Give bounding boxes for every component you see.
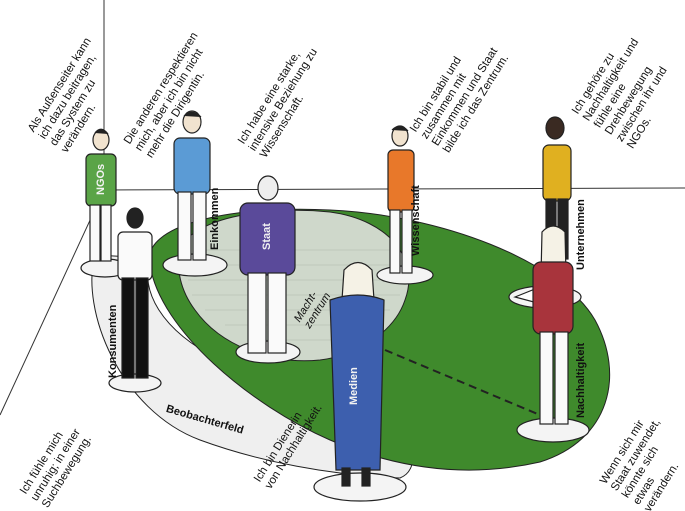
figure-wissenschaft — [387, 125, 415, 274]
label-ngos: NGOs — [95, 163, 107, 195]
label-unternehmen: Unternehmen — [575, 199, 587, 270]
figure-nachhaltigkeit — [532, 225, 574, 425]
label-wissenschaft: Wissenschaft — [410, 185, 422, 256]
figure-staat — [239, 175, 296, 354]
figure-medien — [329, 261, 385, 487]
label-staat: Staat — [261, 223, 273, 250]
figure-konsumenten — [117, 207, 153, 379]
label-einkommen: Einkommen — [209, 187, 221, 250]
figure-einkommen — [173, 110, 211, 261]
label-konsumenten: Konsumenten — [107, 304, 119, 378]
label-nachhaltigkeit: Nachhaltigkeit — [575, 342, 587, 418]
label-medien: Medien — [348, 367, 360, 405]
relation-dashed-line — [384, 349, 541, 416]
figure-ngos — [85, 128, 117, 262]
